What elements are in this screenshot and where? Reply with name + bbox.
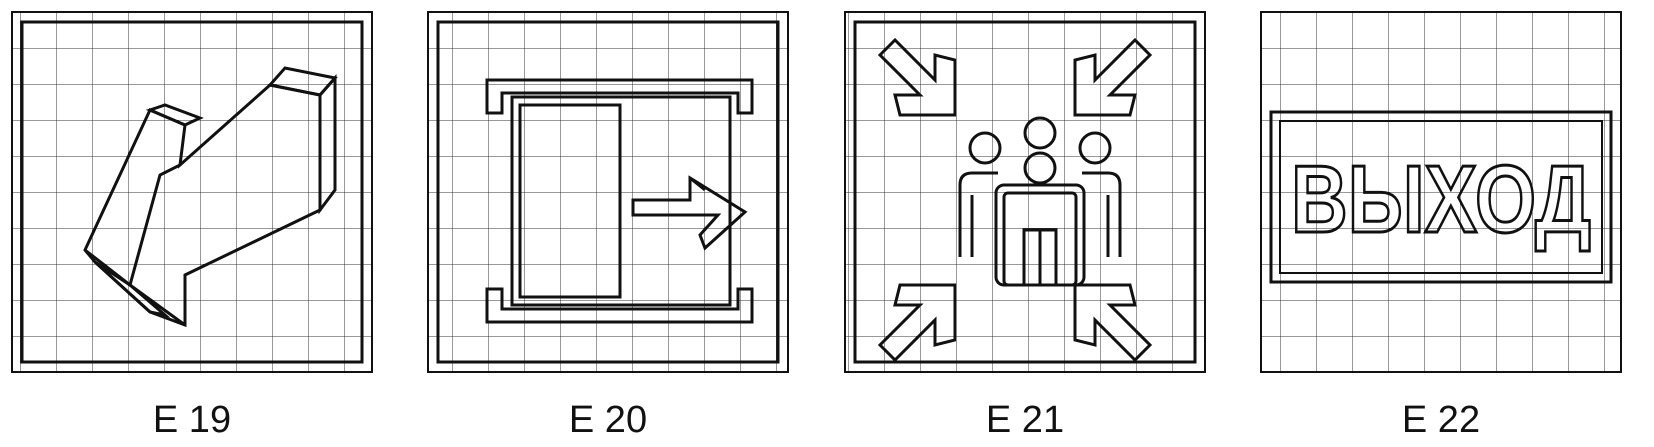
caption-e20: E 20 — [569, 399, 647, 441]
sign-e22: ВЫХОД — [1260, 11, 1622, 373]
sign-e20 — [427, 11, 789, 373]
caption-e21: E 21 — [986, 399, 1064, 441]
exit-text-icon: ВЫХОД — [1291, 146, 1591, 253]
exit-door-arrow-icon — [485, 78, 754, 324]
sign-e21 — [844, 11, 1206, 373]
caption-e22: E 22 — [1402, 399, 1480, 441]
diagonal-arrow-icon — [83, 66, 338, 328]
sign-e19 — [11, 11, 373, 373]
assembly-point-icon — [877, 37, 1153, 363]
caption-e19: E 19 — [153, 399, 231, 441]
